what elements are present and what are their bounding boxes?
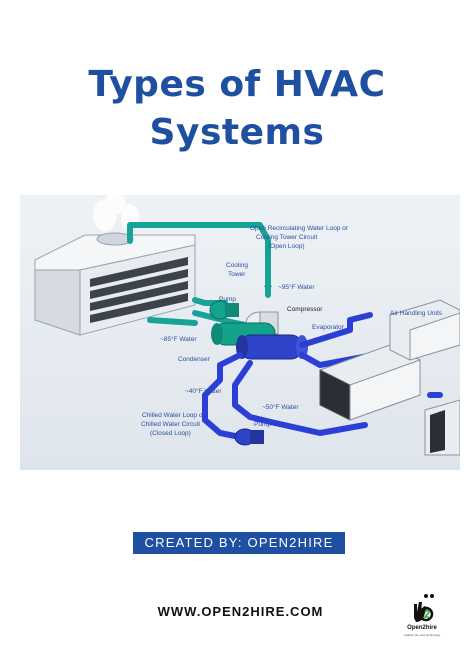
label-compressor: Compressor [287,306,323,313]
air-handling-unit-2 [389,299,460,361]
label-air-handling-units: Air Handling Units [390,310,443,317]
label-closed-loop-line-1: Chilled Water Loop or [142,412,205,419]
logo-tagline: reliable hire and technology [403,633,441,637]
evaporator-vessel [236,334,308,360]
page-title-line-2: Systems [149,112,325,153]
label-cooling-tower-line-1: Cooling [226,262,248,269]
page-title-line-1: Types of HVAC [88,64,386,105]
cooling-tower [34,232,196,336]
label-pump-top: Pump [219,296,236,303]
air-handling-unit-3 [424,399,460,456]
condenser-pump [209,300,239,320]
label-closed-loop-line-2: Chilled Water Circuit [141,421,200,428]
open2hire-logo: Open2hire reliable hire and technology [400,582,444,646]
chilled-water-pump [234,428,264,446]
steam-plume [93,195,139,231]
flow-arrow-up [264,279,272,287]
label-open-loop-line-2: Cooling Tower Circuit [256,234,317,241]
label-open-loop-line-1: Open Recirculating Water Loop or [250,225,349,232]
label-pump-bottom: Pump [254,421,271,428]
label-water-85: ~85°F Water [160,335,197,343]
website-link[interactable]: WWW.OPEN2HIRE.COM [157,604,324,619]
label-water-40: ~40°F Water [185,387,222,395]
air-handling-unit-1 [319,344,421,421]
label-condenser: Condenser [178,356,211,363]
label-water-50: ~50°F Water [262,403,299,411]
hvac-system-diagram: Open Recirculating Water Loop or Cooling… [20,195,460,470]
label-cooling-tower-line-2: Tower [228,271,246,278]
closed-loop-piping [202,312,443,440]
created-by-badge: CREATED BY: OPEN2HIRE [133,532,345,554]
label-open-loop-line-3: (Open Loop) [268,243,305,250]
open2hire-hand-logo-icon [414,594,434,622]
label-water-95: ~95°F Water [278,283,315,291]
label-closed-loop-line-3: (Closed Loop) [150,430,191,437]
logo-name: Open2hire [407,625,437,631]
label-evaporator: Evaporator [312,324,345,331]
